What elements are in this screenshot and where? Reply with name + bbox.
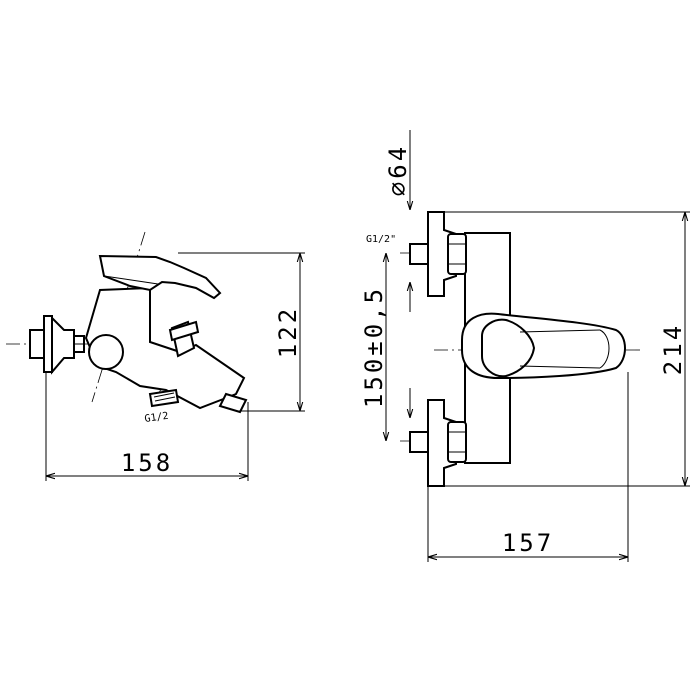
diverter-knob xyxy=(168,320,200,358)
connector-nut xyxy=(88,334,124,370)
front-center-distance-dimension: 150±0,5 xyxy=(360,253,410,441)
front-escutcheon-top xyxy=(409,211,467,297)
mixer-body xyxy=(84,286,246,410)
front-width-value: 157 xyxy=(502,529,554,557)
wall-escutcheon xyxy=(29,315,85,375)
front-diameter-value: ∅64 xyxy=(384,144,412,196)
side-thread-label: G1/2 xyxy=(144,411,169,425)
front-view: G1/2" ∅64 150±0,5 214 157 xyxy=(360,130,690,562)
front-height-value: 214 xyxy=(659,323,687,375)
spout-outlet xyxy=(148,388,248,414)
lever-handle xyxy=(98,254,222,300)
front-lever-handle xyxy=(461,312,626,380)
front-diameter-dimension: ∅64 xyxy=(384,130,412,210)
side-width-dimension: 158 xyxy=(45,372,249,481)
side-view: G1/2 122 158 xyxy=(6,231,305,481)
side-height-value: 122 xyxy=(274,306,302,358)
front-width-dimension: 157 xyxy=(427,372,629,562)
front-thread-label: G1/2" xyxy=(366,234,396,245)
side-width-value: 158 xyxy=(121,449,173,477)
front-escutcheon-bottom xyxy=(409,399,467,487)
front-height-dimension: 214 xyxy=(444,211,690,487)
front-center-distance-value: 150±0,5 xyxy=(360,286,388,408)
